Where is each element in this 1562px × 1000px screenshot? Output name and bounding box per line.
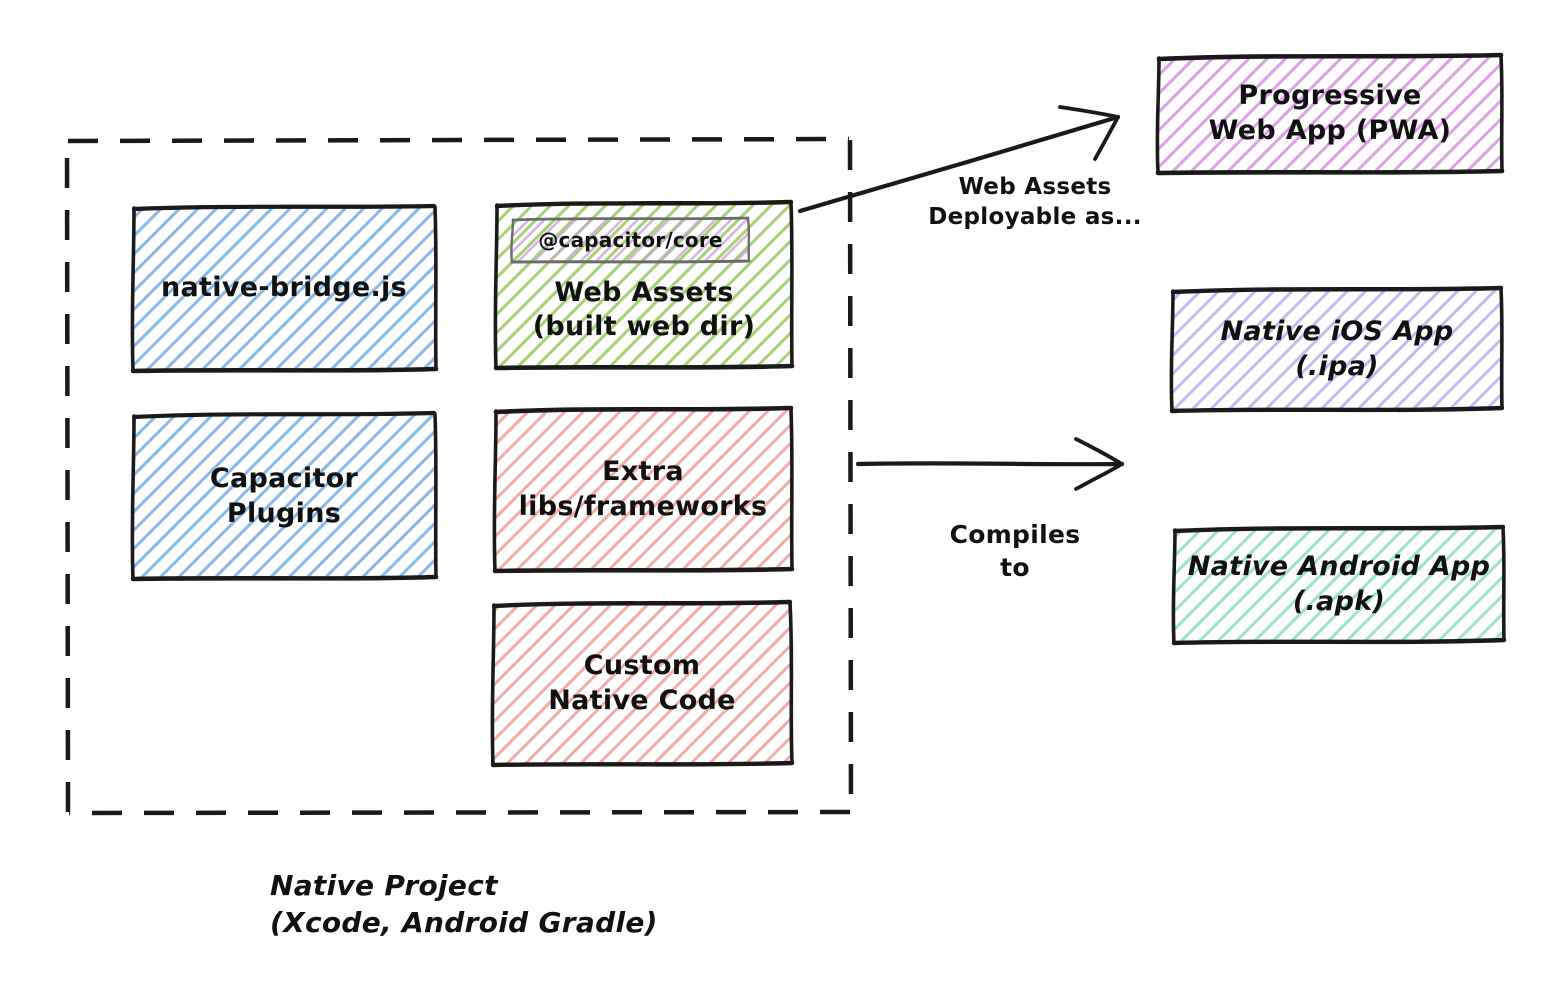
box-label-web-assets: Web Assets (built web dir) bbox=[532, 276, 756, 343]
box-shape-native-android bbox=[1171, 524, 1507, 646]
arrow-label-compiles-to: Compiles to bbox=[949, 520, 1081, 582]
box-shape-native-bridge bbox=[130, 203, 439, 374]
arrow-web-assets-to-pwa bbox=[797, 105, 1121, 214]
box-extra-libs[interactable]: Extra libs/frameworks bbox=[494, 408, 792, 571]
box-capacitor-plugins[interactable]: Capacitor Plugins bbox=[133, 414, 435, 579]
chip-capacitor-core[interactable]: @capacitor/core bbox=[512, 218, 749, 262]
box-label-custom-native-code: Custom Native Code bbox=[548, 649, 736, 716]
box-label-native-ios: Native iOS App (.ipa) bbox=[1220, 315, 1454, 382]
box-shape-capacitor-core-chip bbox=[510, 216, 751, 264]
box-native-android[interactable]: Native Android App (.apk) bbox=[1174, 527, 1504, 643]
box-web-assets[interactable]: Web Assets (built web dir) bbox=[496, 202, 792, 367]
box-native-bridge[interactable]: native-bridge.js bbox=[133, 206, 435, 371]
caption-native-project: Native Project (Xcode, Android Gradle) bbox=[270, 869, 658, 939]
box-shape-capacitor-plugins bbox=[130, 410, 439, 582]
box-shape-native-ios bbox=[1169, 285, 1505, 414]
arrow-label-web-assets-deployable: Web Assets Deployable as... bbox=[928, 174, 1142, 231]
box-label-capacitor-plugins: Capacitor Plugins bbox=[209, 462, 359, 529]
box-label-extra-libs: Extra libs/frameworks bbox=[518, 455, 768, 522]
box-label-pwa: Progressive Web App (PWA) bbox=[1208, 80, 1452, 146]
box-label-native-android: Native Android App (.apk) bbox=[1187, 551, 1491, 617]
box-native-ios[interactable]: Native iOS App (.ipa) bbox=[1172, 288, 1502, 411]
chip-label-capacitor-core: @capacitor/core bbox=[538, 228, 723, 252]
box-pwa[interactable]: Progressive Web App (PWA) bbox=[1158, 55, 1502, 173]
box-custom-native-code[interactable]: Custom Native Code bbox=[492, 602, 792, 765]
box-shape-extra-libs bbox=[492, 405, 795, 574]
arrow-compiles-to bbox=[855, 437, 1125, 491]
box-shape-custom-native-code bbox=[490, 599, 795, 768]
box-label-native-bridge: native-bridge.js bbox=[161, 272, 407, 304]
box-shape-pwa bbox=[1155, 52, 1505, 176]
native-project-container bbox=[64, 136, 854, 816]
